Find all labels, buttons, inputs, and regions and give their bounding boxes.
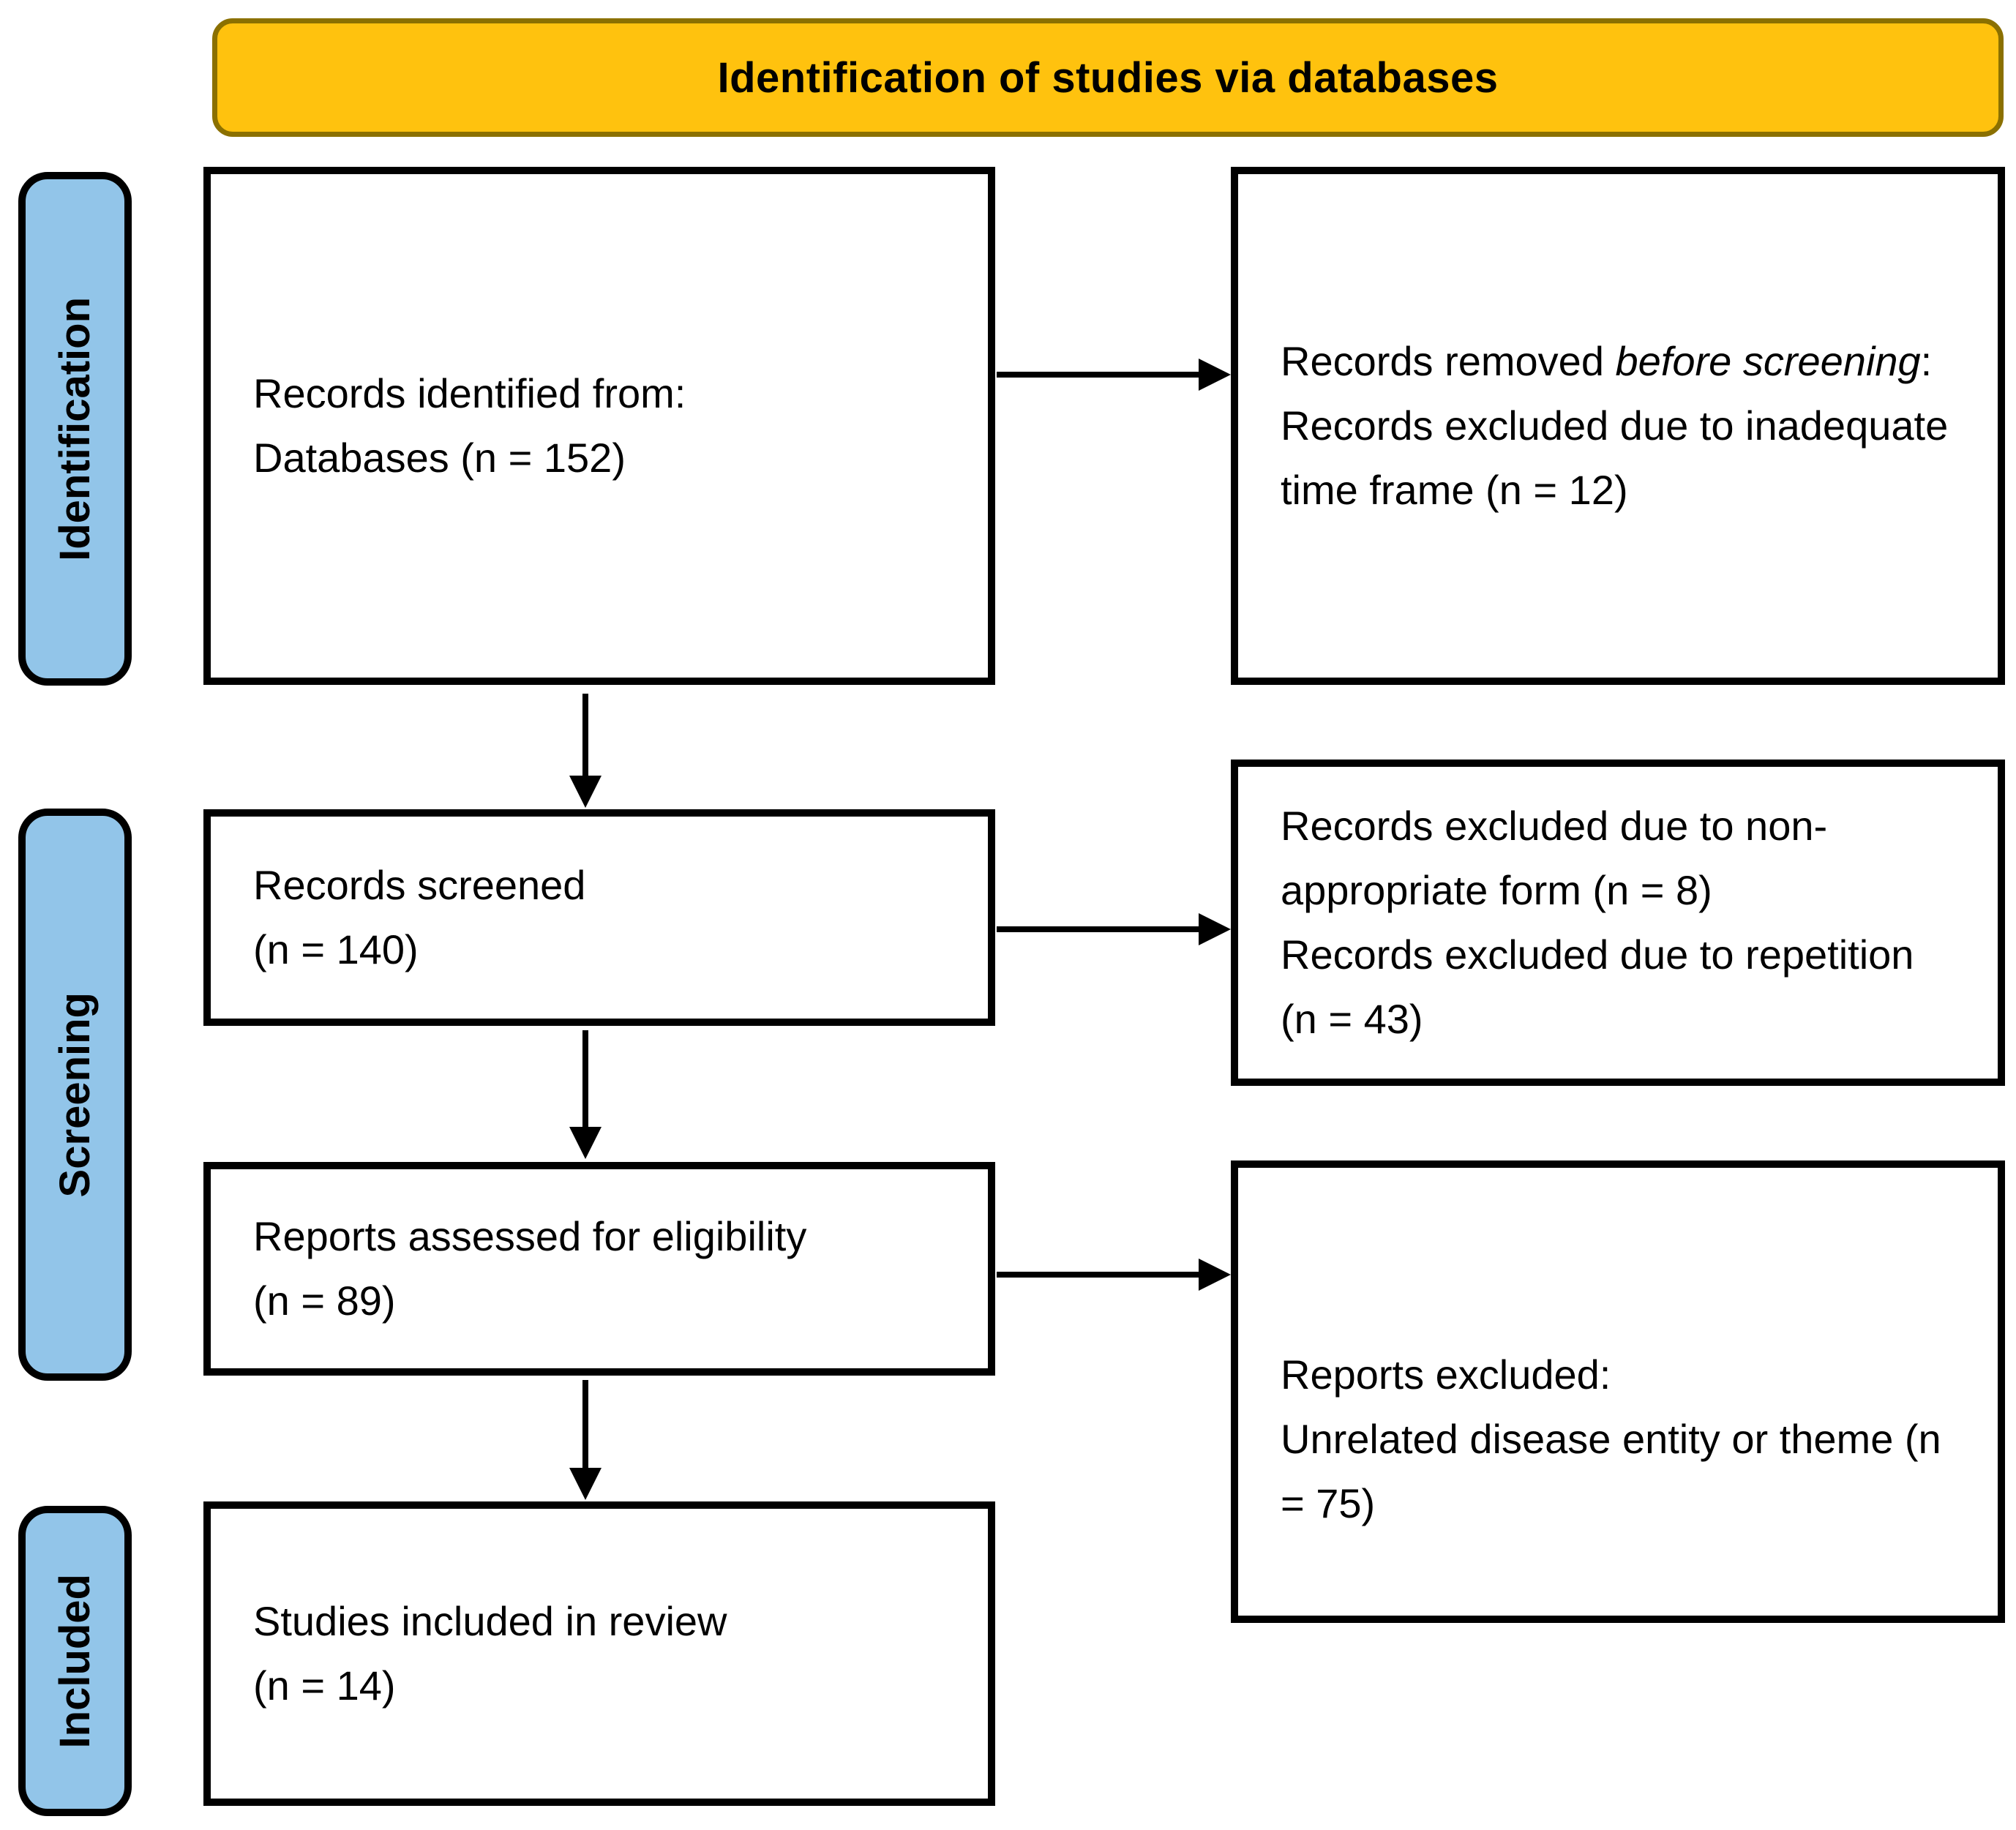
arrow-head-icon xyxy=(1199,913,1231,945)
box-text-line: Reports excluded: xyxy=(1281,1351,1611,1398)
box-text-segment: Records removed xyxy=(1281,338,1616,384)
arrow-head-icon xyxy=(1199,1259,1231,1291)
box-text-line: Records removed before screening: xyxy=(1281,329,1955,394)
arrow-head-icon xyxy=(569,1127,602,1159)
arrow-shaft xyxy=(997,926,1200,932)
box-reports-excluded: Reports excluded: Unrelated disease enti… xyxy=(1231,1160,2005,1623)
box-text-line: Records identified from: xyxy=(253,370,686,416)
arrow-down-identified-to-screened xyxy=(569,694,602,808)
box-text-line: Reports assessed for eligibility xyxy=(253,1213,807,1259)
arrow-shaft xyxy=(997,372,1200,378)
arrow-shaft xyxy=(582,694,588,777)
box-text-line: (n = 14) xyxy=(253,1662,396,1709)
box-text-line: (n = 89) xyxy=(253,1278,396,1324)
arrow-shaft xyxy=(997,1272,1200,1278)
box-studies-included: Studies included in review (n = 14) xyxy=(203,1501,995,1806)
stage-label-text: Identification xyxy=(51,296,99,561)
box-text-line: Databases (n = 152) xyxy=(253,435,626,481)
arrow-shaft xyxy=(582,1030,588,1128)
stage-label-screening: Screening xyxy=(18,809,132,1381)
stage-label-included: Included xyxy=(18,1506,132,1816)
box-text-line: (n = 140) xyxy=(253,926,419,972)
arrow-head-icon xyxy=(569,1468,602,1500)
banner: Identification of studies via databases xyxy=(212,18,2004,137)
arrow-right-eligibility xyxy=(997,1259,1231,1291)
arrow-head-icon xyxy=(569,776,602,808)
box-text-segment-italic: before screening xyxy=(1615,338,1921,384)
arrow-down-assessed-to-included xyxy=(569,1380,602,1500)
box-text-line: Records excluded due to repetition (n = … xyxy=(1281,931,1914,1042)
box-text-line: Records excluded due to inadequate time … xyxy=(1281,402,1949,513)
stage-label-text: Included xyxy=(51,1573,99,1749)
stage-label-text: Screening xyxy=(51,991,99,1198)
box-reports-assessed: Reports assessed for eligibility (n = 89… xyxy=(203,1162,995,1376)
banner-title: Identification of studies via databases xyxy=(717,53,1499,102)
box-text-line: Records screened xyxy=(253,862,586,908)
box-records-excluded-screening: Records excluded due to non-appropriate … xyxy=(1231,760,2005,1086)
arrow-head-icon xyxy=(1199,359,1231,391)
box-records-screened: Records screened (n = 140) xyxy=(203,809,995,1026)
box-text-line: Records excluded due to non-appropriate … xyxy=(1281,803,1828,913)
arrow-shaft xyxy=(582,1380,588,1469)
box-records-identified: Records identified from: Databases (n = … xyxy=(203,167,995,685)
stage-label-identification: Identification xyxy=(18,172,132,686)
box-records-removed-before-screening: Records removed before screening: Record… xyxy=(1231,167,2005,685)
box-text-line: Unrelated disease entity or theme (n = 7… xyxy=(1281,1416,1941,1526)
box-text-line: Studies included in review xyxy=(253,1598,727,1644)
arrow-right-screening xyxy=(997,913,1231,945)
arrow-right-identification xyxy=(997,359,1231,391)
box-text-segment: : xyxy=(1920,338,1933,384)
arrow-down-screened-to-assessed xyxy=(569,1030,602,1159)
